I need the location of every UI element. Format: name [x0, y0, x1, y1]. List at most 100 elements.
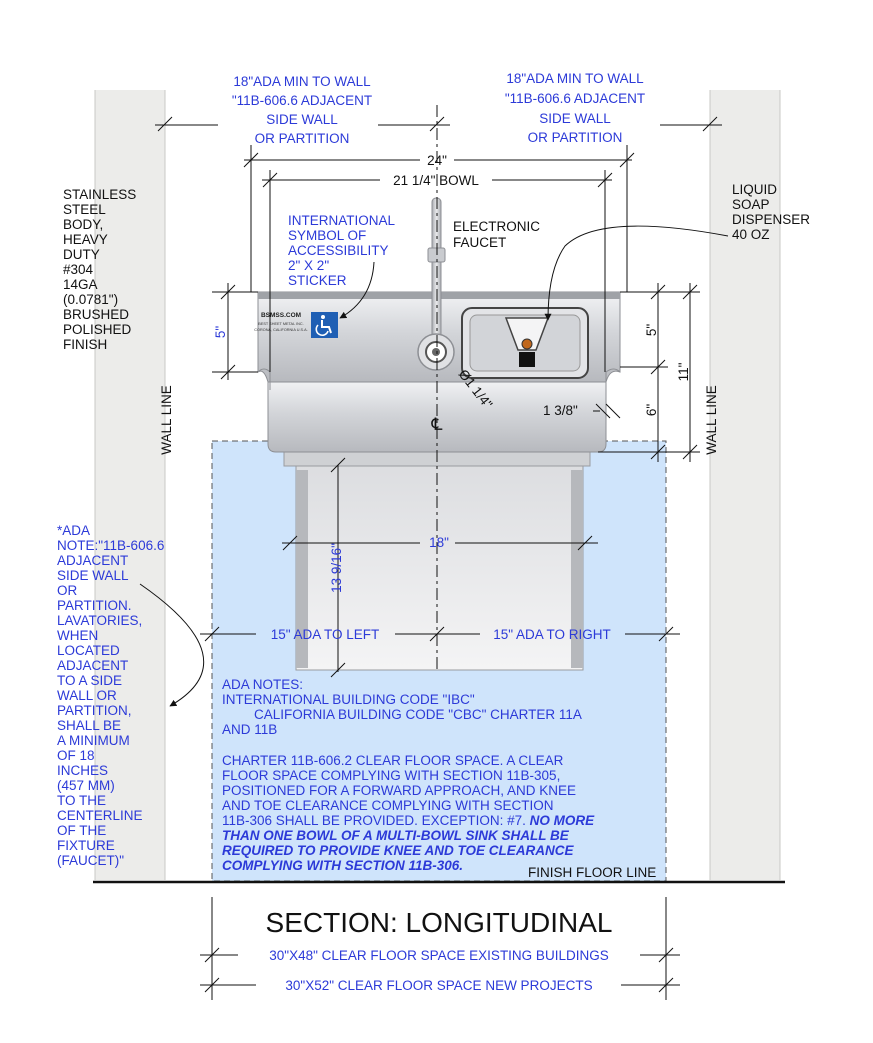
soap-line-1: LIQUID	[732, 182, 777, 197]
ada-side-line-5: OR	[57, 583, 78, 598]
material-line-10: POLISHED	[63, 322, 132, 337]
finish-floor-label: FINISH FLOOR LINE	[528, 865, 656, 880]
right-wall	[709, 90, 781, 880]
ada-side-line-4: SIDE WALL	[57, 568, 129, 583]
wall-min-right-line-3: SIDE WALL	[539, 111, 611, 126]
material-line-4: HEAVY	[63, 232, 108, 247]
ada-side-line-8: WHEN	[57, 628, 98, 643]
wall-min-left-line-4: OR PARTITION	[255, 131, 350, 146]
knee-panel	[283, 451, 591, 671]
faucet-line-2: FAUCET	[453, 235, 506, 250]
wall-min-right-line-4: OR PARTITION	[528, 130, 623, 145]
ada-notes-emph-2: REQUIRED TO PROVIDE KNEE AND TOE CLEARAN…	[222, 843, 575, 858]
material-line-3: BODY,	[63, 217, 103, 232]
soap-dispenser-icon	[461, 307, 589, 379]
ada-side-line-19: TO THE	[57, 793, 106, 808]
ada-side-line-20: CENTERLINE	[57, 808, 143, 823]
material-line-9: BRUSHED	[63, 307, 129, 322]
wall-min-left-note: 18"ADA MIN TO WALL "11B-606.6 ADJACENT S…	[232, 74, 372, 146]
ada-side-line-23: (FAUCET)"	[57, 853, 124, 868]
ada-notes-clear-1: CHARTER 11B-606.2 CLEAR FLOOR SPACE. A C…	[222, 753, 564, 768]
dim-6-label: 6"	[644, 404, 659, 417]
dim-24-label: 24"	[427, 153, 447, 168]
electronic-faucet-icon	[417, 197, 455, 371]
isa-line-3: ACCESSIBILITY	[288, 243, 389, 258]
ada-side-line-2: NOTE:"11B-606.6	[57, 538, 164, 553]
wall-min-right-line-1: 18"ADA MIN TO WALL	[506, 71, 644, 86]
ada-notes-exception: 11B-306 SHALL BE PROVIDED. EXCEPTION: #7…	[222, 813, 595, 828]
dimension-lines	[155, 116, 722, 1000]
isa-line-2: SYMBOL OF	[288, 228, 366, 243]
ada-side-line-12: WALL OR	[57, 688, 117, 703]
material-line-7: 14GA	[63, 277, 98, 292]
floor-existing-label: 30"X48" CLEAR FLOOR SPACE EXISTING BUILD…	[269, 948, 608, 963]
ada-side-line-15: A MINIMUM	[57, 733, 130, 748]
ada-side-line-7: LAVATORIES,	[57, 613, 142, 628]
wall-min-left-line-2: "11B-606.6 ADJACENT	[232, 93, 372, 108]
wall-min-right-note: 18"ADA MIN TO WALL "11B-606.6 ADJACENT S…	[505, 71, 645, 145]
material-line-5: DUTY	[63, 247, 100, 262]
dim-5-left-label: 5"	[213, 326, 228, 339]
ada-side-line-14: SHALL BE	[57, 718, 121, 733]
ada-notes-block: ADA NOTES: INTERNATIONAL BUILDING CODE "…	[222, 677, 595, 873]
ada-notes-and: AND 11B	[222, 722, 277, 737]
ada-side-line-3: ADJACENT	[57, 553, 128, 568]
section-title: SECTION: LONGITUDINAL	[266, 907, 613, 938]
ada-notes-heading: ADA NOTES:	[222, 677, 303, 692]
ada-side-note: *ADA NOTE:"11B-606.6 ADJACENT SIDE WALL …	[57, 523, 164, 868]
ada-notes-emph-3: COMPLYING WITH SECTION 11B-306.	[222, 858, 463, 873]
ada-side-line-17: INCHES	[57, 763, 108, 778]
ada-notes-clear-4: AND TOE CLEARANCE COMPLYING WITH SECTION	[222, 798, 554, 813]
ada-notes-emph-1: THAN ONE BOWL OF A MULTI-BOWL SINK SHALL…	[222, 828, 570, 843]
isa-line-1: INTERNATIONAL	[288, 213, 396, 228]
accessibility-sticker-icon	[311, 312, 338, 338]
dim-bowl-label: 21 1/4" BOWL	[393, 173, 479, 188]
material-line-2: STEEL	[63, 202, 106, 217]
dim-11-label: 11"	[676, 362, 691, 381]
ada-notes-cbc: CALIFORNIA BUILDING CODE "CBC" CHARTER 1…	[254, 707, 582, 722]
ada-notes-clear-3: POSITIONED FOR A FORWARD APPROACH, AND K…	[222, 783, 576, 798]
material-line-6: #304	[63, 262, 94, 277]
ada-side-line-1: *ADA	[57, 523, 90, 538]
ada-notes-exception-text: 11B-306 SHALL BE PROVIDED. EXCEPTION: #7…	[222, 813, 526, 828]
faucet-label: ELECTRONIC FAUCET	[453, 219, 540, 250]
wall-line-left-label: WALL LINE	[159, 385, 174, 455]
material-note: STAINLESS STEEL BODY, HEAVY DUTY #304 14…	[63, 187, 136, 352]
soap-line-3: DISPENSER	[732, 212, 810, 227]
dim-13-9-16-label: 13 9/16"	[329, 543, 344, 593]
soap-line-4: 40 OZ	[732, 227, 770, 242]
soap-dispenser-label: LIQUID SOAP DISPENSER 40 OZ	[732, 182, 810, 242]
isa-line-5: STICKER	[288, 273, 347, 288]
dim-18-label: 18"	[429, 535, 449, 550]
ada-side-line-13: PARTITION,	[57, 703, 132, 718]
brand-line-3: CORONA, CALIFORNIA U.S.A.	[254, 328, 307, 332]
faucet-line-1: ELECTRONIC	[453, 219, 540, 234]
soap-line-2: SOAP	[732, 197, 770, 212]
isa-sticker-note: INTERNATIONAL SYMBOL OF ACCESSIBILITY 2"…	[288, 213, 396, 288]
ada-side-line-21: OF THE	[57, 823, 106, 838]
ada-side-line-18: (457 MM)	[57, 778, 115, 793]
material-line-1: STAINLESS	[63, 187, 136, 202]
ada-notes-clear-2: FLOOR SPACE COMPLYING WITH SECTION 11B-3…	[222, 768, 560, 783]
centerline-symbol: ℄	[431, 415, 443, 434]
ada-side-line-6: PARTITION.	[57, 598, 132, 613]
material-line-11: FINISH	[63, 337, 107, 352]
wall-min-left-line-3: SIDE WALL	[266, 112, 338, 127]
ada-notes-emph-tail: NO MORE	[526, 813, 595, 828]
ada-side-line-9: LOCATED	[57, 643, 120, 658]
ada-side-line-11: TO A SIDE	[57, 673, 122, 688]
ada-notes-ibc: INTERNATIONAL BUILDING CODE "IBC"	[222, 692, 475, 707]
ada-side-line-10: ADJACENT	[57, 658, 128, 673]
dim-1-3-8-label: 1 3/8"	[543, 403, 578, 418]
brand-plate: BSMSS.COM BEST SHEET METAL INC. CORONA, …	[254, 312, 307, 332]
ada-right-label: 15" ADA TO RIGHT	[493, 627, 611, 642]
ada-side-line-16: OF 18	[57, 748, 95, 763]
ada-side-line-22: FIXTURE	[57, 838, 115, 853]
brand-line-2: BEST SHEET METAL INC.	[258, 322, 303, 326]
ada-left-label: 15" ADA TO LEFT	[271, 627, 380, 642]
wall-min-left-line-1: 18"ADA MIN TO WALL	[233, 74, 371, 89]
brand-line-1: BSMSS.COM	[261, 312, 301, 319]
material-line-8: (0.0781")	[63, 292, 118, 307]
